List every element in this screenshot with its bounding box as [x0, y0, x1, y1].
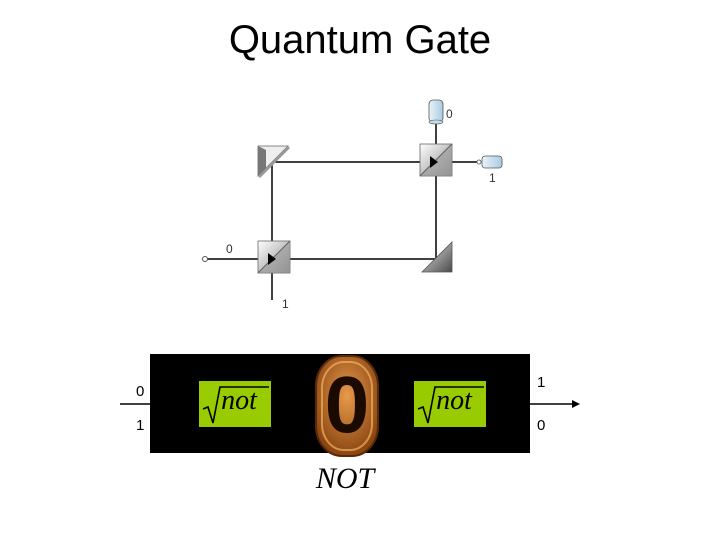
mirror-top-left-icon [257, 145, 290, 178]
band-out-label-1: 1 [537, 374, 546, 391]
sqrt-right-radical-icon [417, 386, 484, 424]
band-in-label-0: 0 [136, 383, 145, 400]
not-caption: NOT [315, 462, 375, 495]
sqrt-left-radical-icon [202, 386, 269, 424]
sqrt-not-left-box: not [199, 381, 271, 427]
badge-glyph: 0 [324, 360, 370, 449]
sqrt-not-right-box: not [414, 381, 486, 427]
detector-right-label: 1 [489, 171, 496, 185]
beam-paths [205, 124, 480, 300]
detector-right-icon [476, 155, 503, 169]
detector-top-label: 0 [446, 107, 453, 121]
detector-top-icon [428, 99, 444, 125]
beam-splitter-bottom-left-icon [257, 240, 291, 274]
input-label-0: 0 [226, 242, 233, 256]
band-output-arrow-icon [572, 400, 580, 408]
arrow-markers [268, 156, 438, 265]
slide-title: Quantum Gate [228, 18, 492, 62]
band-in-label-1: 1 [136, 417, 145, 434]
sqrt-not-right-text: not [436, 385, 472, 416]
beam-splitter-top-right-icon [419, 143, 453, 177]
band-out-label-0: 0 [537, 417, 546, 434]
not-gate-badge-icon [315, 355, 379, 457]
input-label-1: 1 [282, 297, 289, 311]
mirror-bottom-right-icon [421, 241, 453, 273]
photon-source-icon [202, 256, 208, 262]
arrow-splitter-bottom-icon [268, 253, 276, 265]
arrow-splitter-top-icon [430, 156, 438, 168]
sqrt-not-left-text: not [221, 385, 257, 416]
